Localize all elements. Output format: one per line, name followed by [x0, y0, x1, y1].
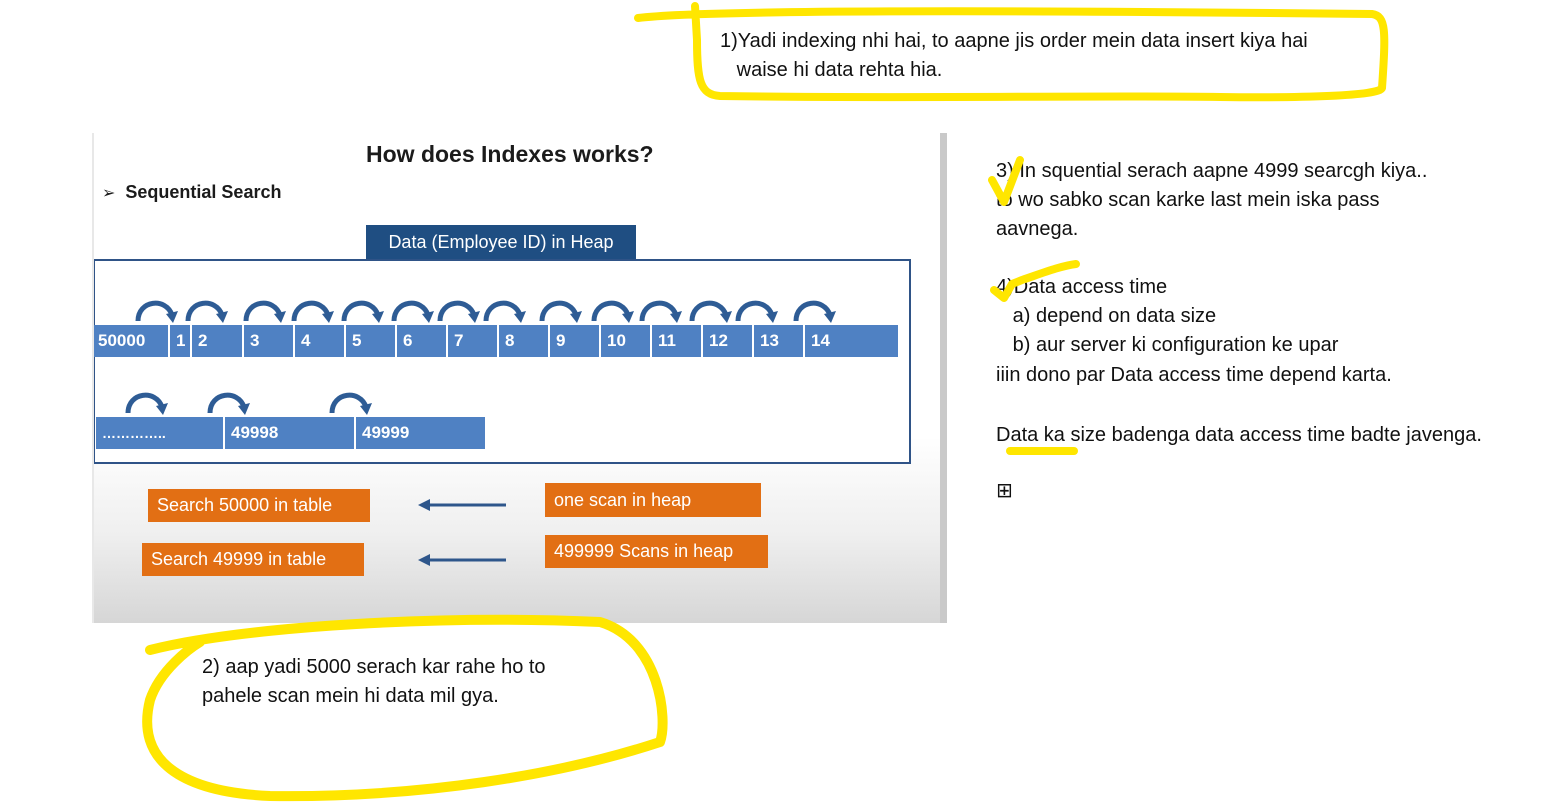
- heap-cell: 6: [397, 325, 448, 357]
- curved-arrow-icon: [594, 303, 634, 323]
- note-4-b: b) aur server ki configuration ke upar: [996, 334, 1339, 356]
- slide-subheading: ➢ Sequential Search: [102, 182, 281, 203]
- table-insert-icon[interactable]: ⊞: [996, 478, 1013, 502]
- bullet-arrow-icon: ➢: [102, 185, 116, 202]
- note-5: Data ka size badenga data access time ba…: [996, 424, 1482, 446]
- curved-arrow-icon: [246, 303, 286, 323]
- slide-right-edge: [940, 133, 947, 623]
- heap-cell: 7: [448, 325, 499, 357]
- curved-arrow-icon: [394, 303, 434, 323]
- note-1-line-1: 1)Yadi indexing nhi hai, to aapne jis or…: [720, 30, 1308, 52]
- curved-arrow-icon: [542, 303, 582, 323]
- note-4-c: iiin dono par Data access time depend ka…: [996, 364, 1392, 386]
- curved-arrow-icon: [344, 303, 384, 323]
- curved-arrow-icon: [128, 395, 168, 415]
- heap-cell: 4: [295, 325, 346, 357]
- heap-cell: 12: [703, 325, 754, 357]
- heap-cell: 14: [811, 331, 830, 350]
- curved-arrow-icon: [188, 303, 228, 323]
- note-4-a: a) depend on data size: [996, 305, 1217, 327]
- note-3-line-3: aavnega.: [996, 218, 1079, 240]
- scan-arrows: [92, 133, 945, 433]
- note-4-title: 4)Data access time: [996, 276, 1168, 298]
- search-49999-box: Search 49999 in table: [142, 543, 364, 576]
- heap-cell: 1: [170, 325, 192, 357]
- slide-title: How does Indexes works?: [366, 141, 654, 167]
- heap-row-1: 50000 1 2 3 4 5 6 7 8 9 10 11 12 13 14: [92, 325, 898, 357]
- arrow-left-icon: [418, 554, 430, 566]
- heap-cell: 49998: [225, 417, 356, 449]
- search-50000-box: Search 50000 in table: [148, 489, 370, 522]
- arrow-left-icon: [418, 499, 430, 511]
- curved-arrow-icon: [738, 303, 778, 323]
- curved-arrow-icon: [332, 395, 372, 415]
- slide-left-edge: [92, 133, 94, 623]
- curved-arrow-icon: [642, 303, 682, 323]
- curved-arrow-icon: [294, 303, 334, 323]
- curved-arrow-icon: [440, 303, 480, 323]
- note-1-line-2: waise hi data rehta hia.: [720, 59, 943, 81]
- note-3-line-1: 3) In squential serach aapne 4999 searcg…: [996, 160, 1428, 182]
- heap-tab-label: Data (Employee ID) in Heap: [366, 225, 636, 260]
- note-2-line-2: pahele scan mein hi data mil gya.: [202, 685, 499, 707]
- one-scan-box: one scan in heap: [545, 483, 761, 517]
- heap-cell: 49999: [362, 423, 410, 442]
- heap-cell: 13: [754, 325, 805, 357]
- heap-cell: 5: [346, 325, 397, 357]
- heap-cell: 8: [499, 325, 550, 357]
- heap-cell: 50000: [92, 325, 170, 357]
- curved-arrow-icon: [210, 395, 250, 415]
- left-arrows: [418, 499, 506, 566]
- curved-arrow-icon: [796, 303, 836, 323]
- slide-image: How does Indexes works? ➢ Sequential Sear…: [92, 133, 945, 623]
- heap-cell: …………..: [96, 417, 225, 449]
- curved-arrow-icon: [486, 303, 526, 323]
- heap-row-2: ………….. 49998 49999: [96, 417, 485, 449]
- heap-cell: 9: [550, 325, 601, 357]
- heap-cell: 10: [601, 325, 652, 357]
- curved-arrow-icon: [692, 303, 732, 323]
- heap-cell: 11: [652, 325, 703, 357]
- subheading-text: Sequential Search: [125, 182, 282, 202]
- curved-arrow-icon: [138, 303, 178, 323]
- scans-box: 499999 Scans in heap: [545, 535, 768, 568]
- note-3-line-2: to wo sabko scan karke last mein iska pa…: [996, 189, 1380, 211]
- note-2-line-1: 2) aap yadi 5000 serach kar rahe ho to: [202, 656, 546, 678]
- heap-cell: 2: [192, 325, 244, 357]
- heap-cell: 3: [244, 325, 295, 357]
